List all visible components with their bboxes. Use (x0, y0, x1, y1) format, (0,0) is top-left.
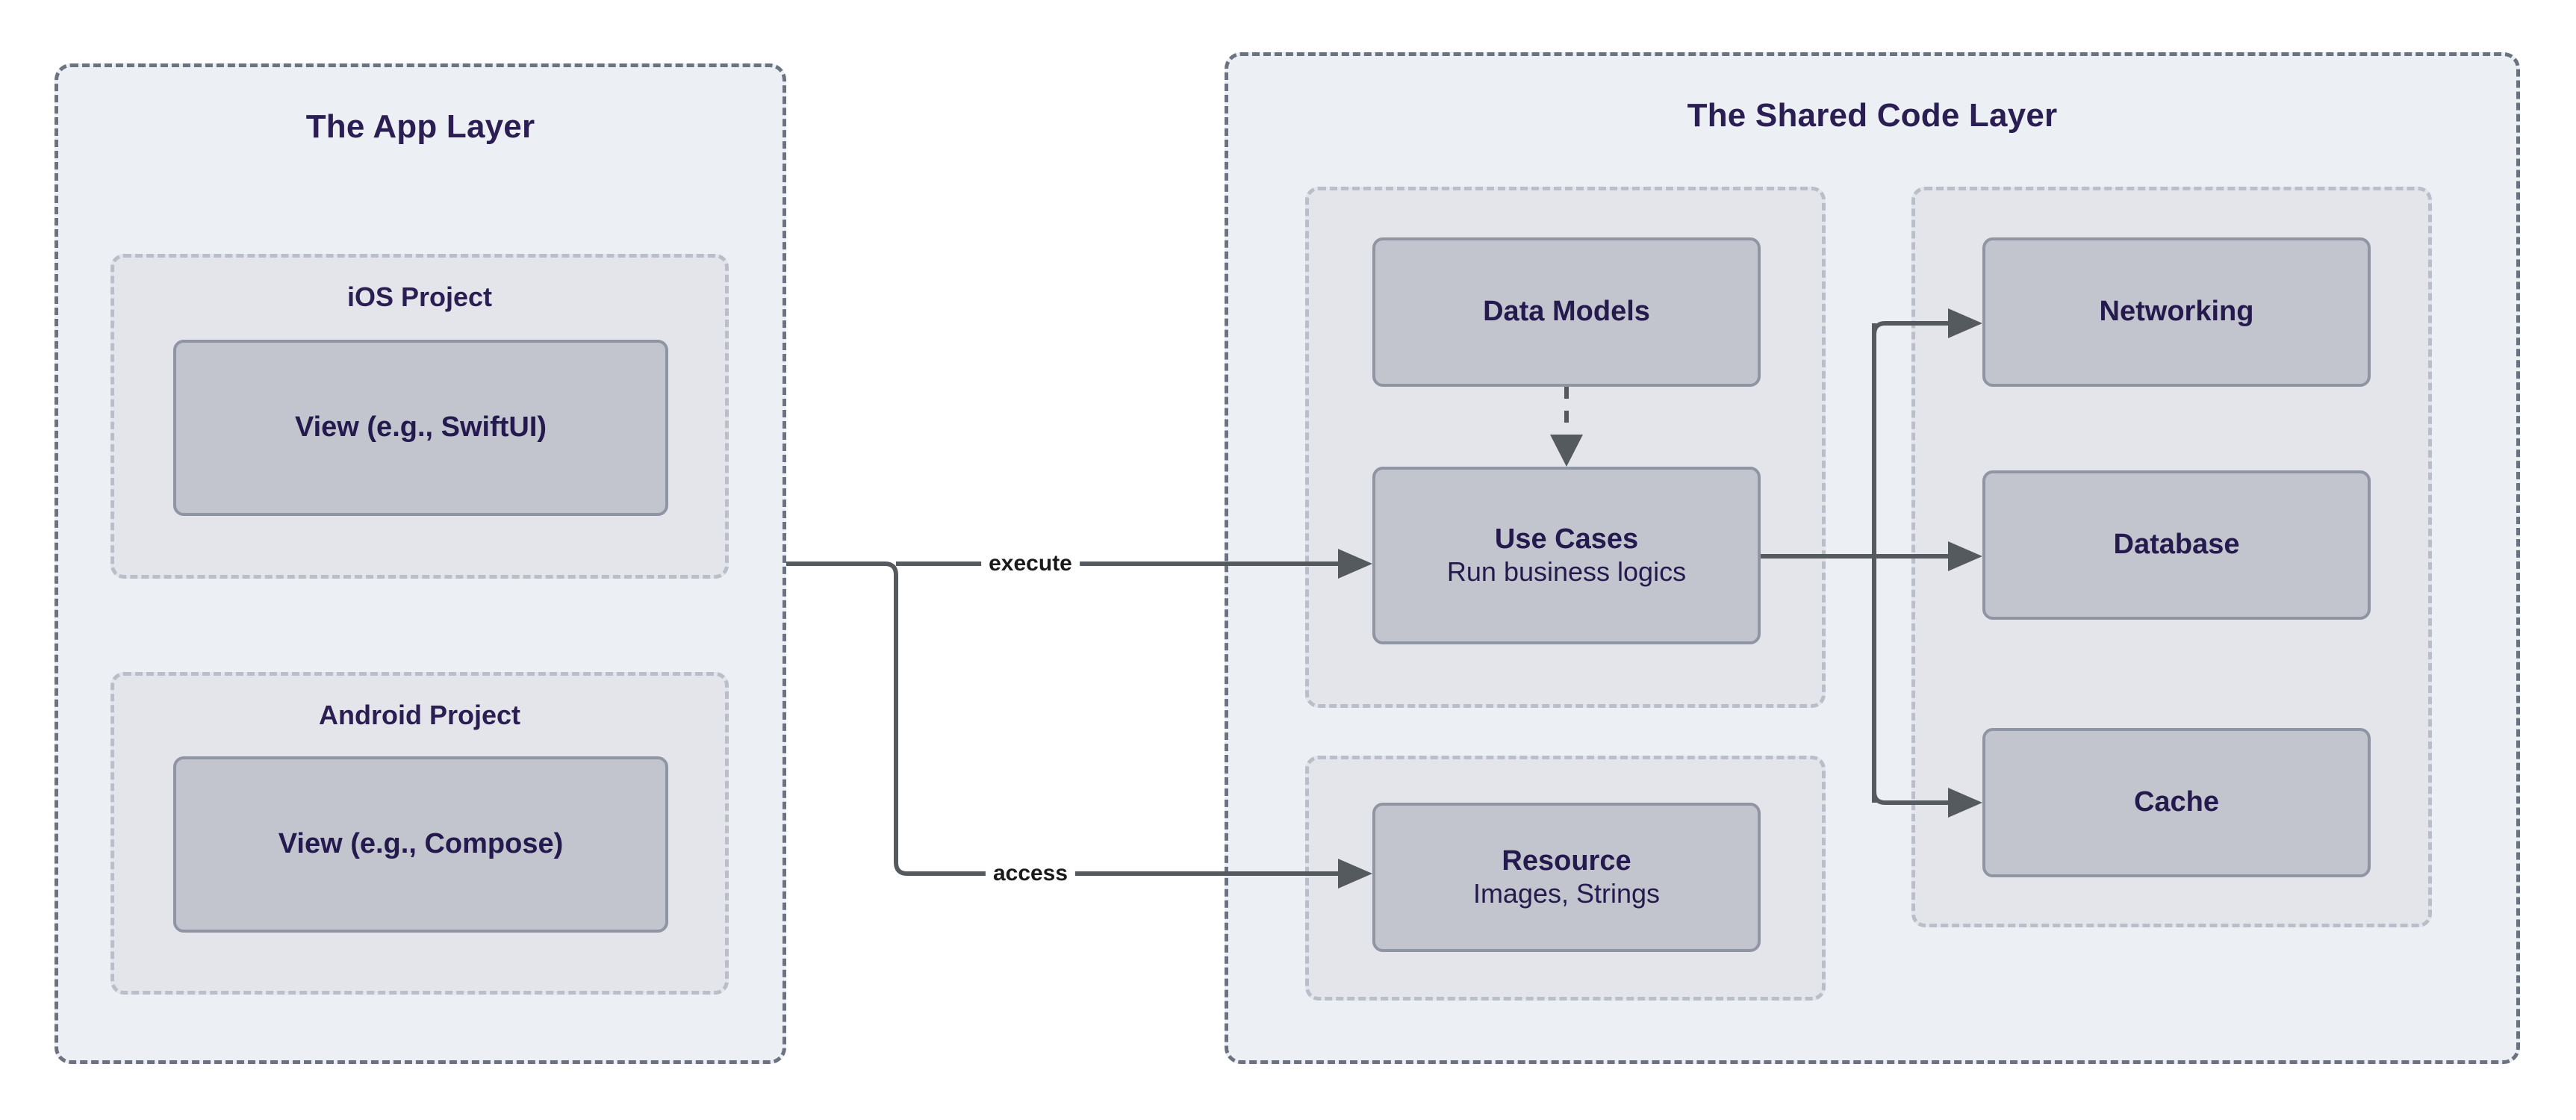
node-use-cases-label: Use Cases (1494, 523, 1639, 555)
node-data-models[interactable]: Data Models (1372, 237, 1761, 387)
node-database[interactable]: Database (1982, 470, 2371, 620)
edge-label-execute: execute (981, 550, 1080, 578)
node-cache[interactable]: Cache (1982, 728, 2371, 877)
app-layer-title: The App Layer (305, 108, 535, 145)
node-view-swiftui[interactable]: View (e.g., SwiftUI) (173, 340, 668, 516)
node-use-cases[interactable]: Use Cases Run business logics (1372, 467, 1761, 644)
node-networking[interactable]: Networking (1982, 237, 2371, 387)
edge-app-trunk (786, 561, 971, 876)
node-view-swiftui-label: View (e.g., SwiftUI) (294, 411, 547, 444)
node-view-compose[interactable]: View (e.g., Compose) (173, 756, 668, 933)
node-view-compose-label: View (e.g., Compose) (278, 828, 564, 860)
node-resource-subtitle: Images, Strings (1472, 878, 1661, 909)
subgroup-android-project-title: Android Project (318, 700, 521, 730)
node-resource-label: Resource (1502, 844, 1631, 877)
node-data-models-label: Data Models (1483, 296, 1650, 328)
node-database-label: Database (2113, 529, 2240, 561)
node-use-cases-subtitle: Run business logics (1446, 556, 1687, 588)
node-resource[interactable]: Resource Images, Strings (1372, 803, 1761, 952)
edge-label-access: access (985, 859, 1076, 888)
subgroup-ios-project-title: iOS Project (346, 281, 493, 312)
shared-code-layer-title: The Shared Code Layer (1687, 97, 2058, 134)
node-cache-label: Cache (2133, 786, 2220, 818)
node-networking-label: Networking (2099, 296, 2254, 328)
